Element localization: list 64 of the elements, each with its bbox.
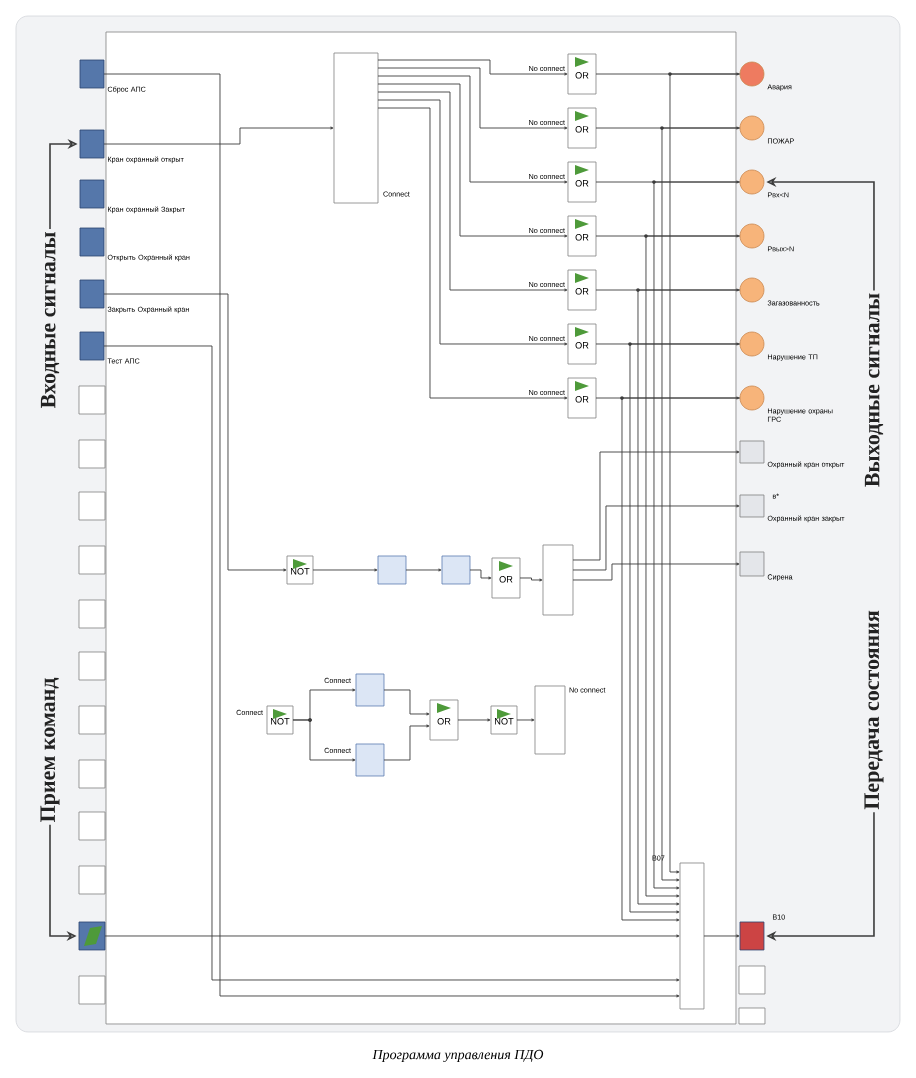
wire bbox=[668, 72, 741, 874]
wire bbox=[383, 689, 430, 716]
wire bbox=[457, 718, 491, 722]
wire bbox=[103, 73, 680, 998]
wire bbox=[312, 568, 378, 572]
empty-slot bbox=[78, 545, 106, 575]
side-heading: Выходные сигналы bbox=[864, 293, 884, 487]
function-block bbox=[542, 544, 574, 616]
wire bbox=[103, 293, 287, 572]
wire bbox=[595, 180, 740, 184]
timer-block bbox=[355, 673, 385, 707]
command-input-icon bbox=[78, 921, 106, 951]
wire bbox=[519, 577, 543, 582]
side-heading: Прием команд bbox=[40, 677, 60, 822]
empty-slot bbox=[78, 491, 106, 521]
wire bbox=[377, 107, 568, 400]
empty-slot bbox=[738, 1007, 766, 1025]
timer-block bbox=[377, 555, 407, 585]
wire bbox=[595, 342, 740, 346]
timer-block bbox=[441, 555, 471, 585]
empty-slot bbox=[78, 975, 106, 1005]
wire bbox=[652, 180, 741, 890]
wire bbox=[595, 234, 740, 238]
wire bbox=[572, 504, 740, 571]
wire bbox=[292, 718, 356, 762]
wire bbox=[595, 288, 740, 292]
wire bbox=[595, 72, 740, 76]
empty-slot bbox=[78, 599, 106, 629]
empty-slot bbox=[78, 865, 106, 895]
wire bbox=[405, 568, 442, 572]
wire bbox=[103, 345, 680, 982]
wire bbox=[595, 126, 740, 130]
wire bbox=[572, 562, 740, 581]
wire bbox=[377, 83, 568, 238]
wire bbox=[104, 934, 680, 938]
function-block bbox=[333, 52, 379, 204]
side-heading: Входные сигналы bbox=[40, 232, 60, 409]
wire bbox=[377, 75, 568, 184]
side-heading: Передача состояния bbox=[864, 610, 884, 810]
wire bbox=[595, 396, 740, 400]
wire bbox=[660, 126, 741, 882]
wire bbox=[383, 724, 430, 761]
empty-slot bbox=[78, 439, 106, 469]
wire bbox=[572, 450, 740, 561]
wire bbox=[377, 91, 568, 292]
wire bbox=[628, 342, 741, 914]
empty-slot bbox=[78, 651, 106, 681]
wire bbox=[620, 396, 741, 922]
function-block bbox=[534, 685, 566, 755]
wire bbox=[103, 126, 334, 145]
timer-block bbox=[355, 743, 385, 777]
empty-slot bbox=[78, 385, 106, 415]
wire bbox=[469, 569, 492, 580]
wire bbox=[377, 99, 568, 346]
wire bbox=[377, 67, 568, 130]
wire bbox=[703, 934, 740, 938]
empty-slot bbox=[78, 759, 106, 789]
wire bbox=[377, 59, 568, 76]
empty-slot bbox=[78, 811, 106, 841]
wire bbox=[516, 718, 535, 722]
empty-slot bbox=[78, 705, 106, 735]
wire bbox=[636, 288, 741, 906]
wire bbox=[644, 234, 741, 898]
empty-slot bbox=[738, 965, 766, 995]
